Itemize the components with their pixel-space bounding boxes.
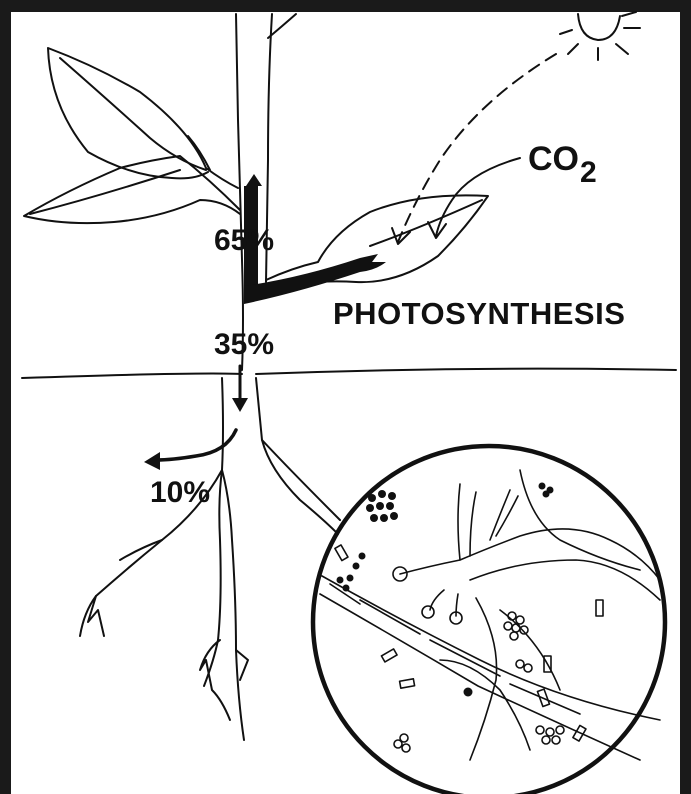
shoot-allocation-label: 65% xyxy=(214,226,274,256)
root-allocation-label: 35% xyxy=(214,330,274,360)
co2-label: CO2 xyxy=(528,142,597,176)
co2-main-text: CO xyxy=(528,140,579,178)
co2-subscript: 2 xyxy=(580,156,597,189)
photosynthesis-label: PHOTOSYNTHESIS xyxy=(333,298,625,329)
exudate-allocation-label: 10% xyxy=(150,478,210,508)
